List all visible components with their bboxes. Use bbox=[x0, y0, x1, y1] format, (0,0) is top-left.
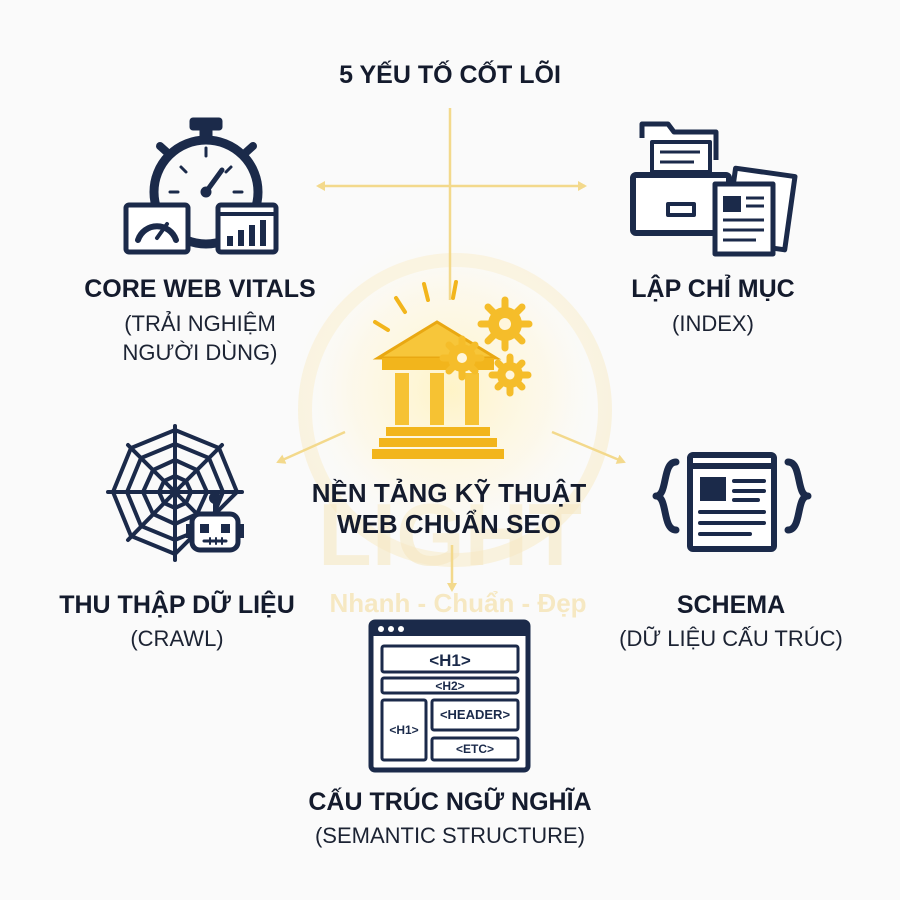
connectors bbox=[276, 108, 626, 592]
center-title-line1: NỀN TẢNG KỸ THUẬT bbox=[312, 478, 587, 508]
stopwatch-gauge-chart-icon bbox=[123, 117, 279, 255]
file-cabinet-documents-icon bbox=[630, 121, 798, 257]
tag-h1-top: <H1> bbox=[429, 651, 471, 670]
schema-sub1: (DỮ LIỆU CẤU TRÚC) bbox=[619, 626, 843, 651]
center-glow bbox=[285, 225, 615, 555]
schema-title: SCHEMA bbox=[677, 591, 785, 619]
tag-h1-side: <H1> bbox=[389, 723, 418, 737]
tag-etc: <ETC> bbox=[456, 742, 494, 756]
crawl-sub1: (CRAWL) bbox=[130, 626, 223, 651]
watermark-tagline: Nhanh - Chuẩn - Đẹp bbox=[329, 588, 586, 618]
core-web-vitals-sub2: NGƯỜI DÙNG) bbox=[123, 340, 278, 365]
page-title: 5 YẾU TỐ CỐT LÕI bbox=[339, 59, 561, 89]
core-web-vitals-title: CORE WEB VITALS bbox=[84, 275, 315, 303]
crawl-title: THU THẬP DỮ LIỆU bbox=[59, 589, 295, 619]
arrow-to-schema bbox=[551, 430, 626, 464]
tag-header: <HEADER> bbox=[440, 707, 510, 722]
tag-h2: <H2> bbox=[435, 679, 464, 693]
browser-wireframe-icon bbox=[368, 619, 531, 773]
center-title-line2: WEB CHUẨN SEO bbox=[337, 509, 561, 539]
spider-web-robot-icon bbox=[106, 424, 244, 562]
indexing-title: LẬP CHỈ MỤC bbox=[631, 273, 794, 303]
core-web-vitals-sub1: (TRẢI NGHIỆM bbox=[124, 311, 276, 336]
semantic-title: CẤU TRÚC NGỮ NGHĨA bbox=[308, 786, 591, 816]
braces-document-icon bbox=[652, 452, 812, 552]
arrow-to-crawl bbox=[276, 430, 346, 464]
temple-gears-icon bbox=[372, 280, 533, 459]
indexing-sub1: (INDEX) bbox=[672, 311, 754, 336]
semantic-sub1: (SEMANTIC STRUCTURE) bbox=[315, 823, 585, 848]
